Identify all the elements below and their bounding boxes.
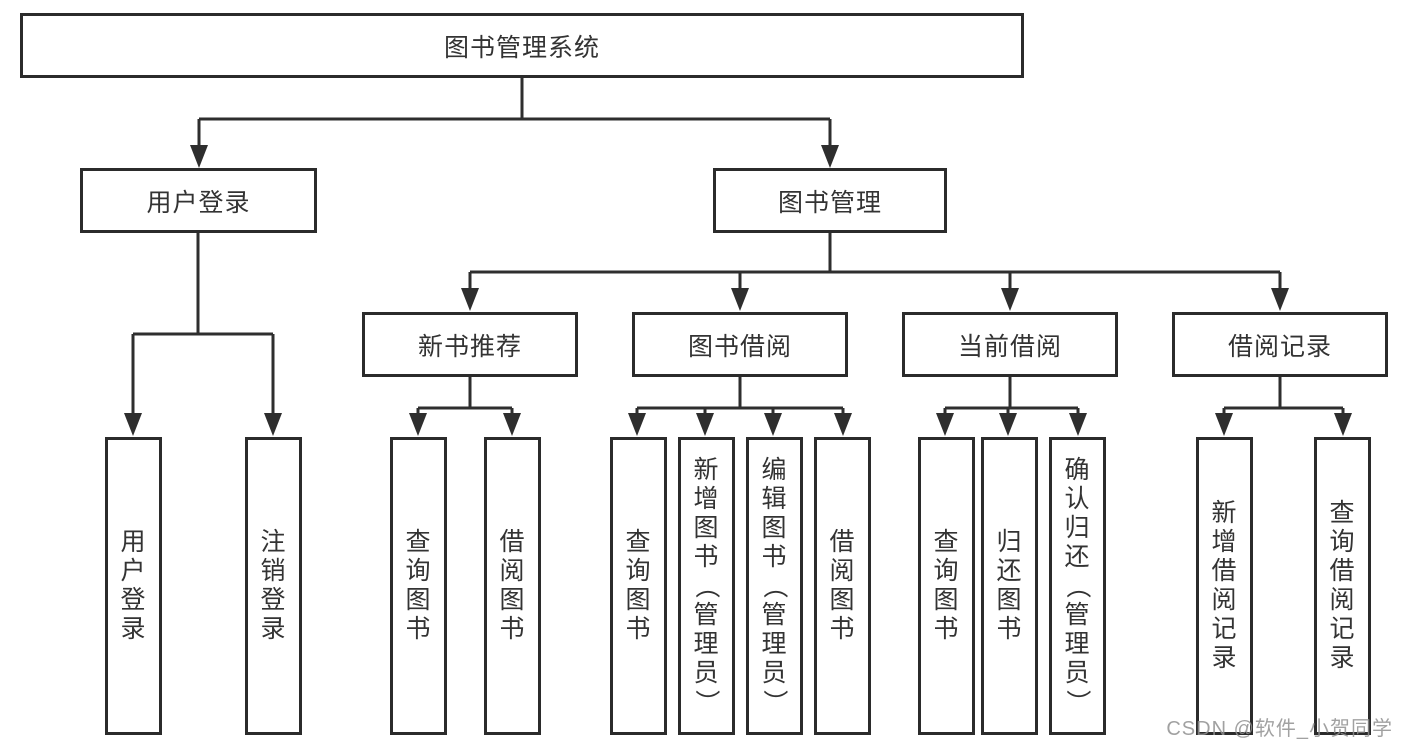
arrowhead [696, 413, 714, 436]
leaf-label: 查询图书 [625, 528, 652, 643]
arrowhead [1271, 288, 1289, 311]
leaf-label: 用户登录 [120, 528, 147, 643]
node-leaf-query-borrow-record: 查询借阅记录 [1314, 437, 1371, 735]
node-leaf-add-books-admin: 新增图书（管理员） [678, 437, 735, 735]
node-leaf-query-books-3: 查询图书 [918, 437, 975, 735]
arrowhead [764, 413, 782, 436]
node-leaf-add-borrow-record: 新增借阅记录 [1196, 437, 1253, 735]
node-new-book-recommend: 新书推荐 [362, 312, 578, 377]
leaf-label: 查询图书 [933, 528, 960, 643]
arrowhead [503, 413, 521, 436]
node-leaf-query-books-1: 查询图书 [390, 437, 447, 735]
leaf-label: 编辑图书（管理员） [760, 455, 789, 716]
leaf-label: 新增图书（管理员） [692, 455, 721, 716]
leaf-label: 确认归还（管理员） [1063, 455, 1092, 716]
node-root: 图书管理系统 [20, 13, 1024, 78]
arrowhead [124, 413, 142, 436]
node-leaf-borrow-books-1: 借阅图书 [484, 437, 541, 735]
leaf-label: 查询图书 [405, 528, 432, 643]
connector-user-branch [131, 233, 275, 415]
connector-group-recommend [416, 377, 514, 415]
arrowhead [1215, 413, 1233, 436]
connector-root [197, 68, 832, 148]
node-leaf-borrow-books-2: 借阅图书 [814, 437, 871, 735]
arrowhead [461, 288, 479, 311]
node-current-borrow: 当前借阅 [902, 312, 1118, 377]
node-leaf-confirm-return-admin: 确认归还（管理员） [1049, 437, 1106, 735]
leaf-label: 新增借阅记录 [1211, 499, 1238, 672]
arrowhead [999, 413, 1017, 436]
leaf-label: 归还图书 [996, 528, 1023, 643]
node-leaf-edit-books-admin: 编辑图书（管理员） [746, 437, 803, 735]
node-leaf-query-books-2: 查询图书 [610, 437, 667, 735]
arrowhead [409, 413, 427, 436]
arrowhead [1001, 288, 1019, 311]
node-leaf-user-login: 用户登录 [105, 437, 162, 735]
arrowhead [834, 413, 852, 436]
leaf-label: 借阅图书 [829, 528, 856, 643]
connector-group-records [1222, 377, 1345, 415]
node-leaf-return-books: 归还图书 [981, 437, 1038, 735]
node-book-management-branch: 图书管理 [713, 168, 947, 233]
arrowhead [628, 413, 646, 436]
connector-group-current [943, 377, 1080, 415]
leaf-label: 借阅图书 [499, 528, 526, 643]
arrowhead [1069, 413, 1087, 436]
arrowhead [821, 145, 839, 168]
arrowhead [731, 288, 749, 311]
node-leaf-logout: 注销登录 [245, 437, 302, 735]
connector-book-branch [468, 233, 1282, 290]
leaf-label: 查询借阅记录 [1329, 499, 1356, 672]
connector-group-borrow [635, 377, 845, 415]
leaf-label: 注销登录 [260, 528, 287, 643]
node-borrow-records: 借阅记录 [1172, 312, 1388, 377]
arrowhead [264, 413, 282, 436]
arrowhead [936, 413, 954, 436]
node-user-login-branch: 用户登录 [80, 168, 317, 233]
arrowhead [190, 145, 208, 168]
node-book-borrow: 图书借阅 [632, 312, 848, 377]
arrowhead [1334, 413, 1352, 436]
